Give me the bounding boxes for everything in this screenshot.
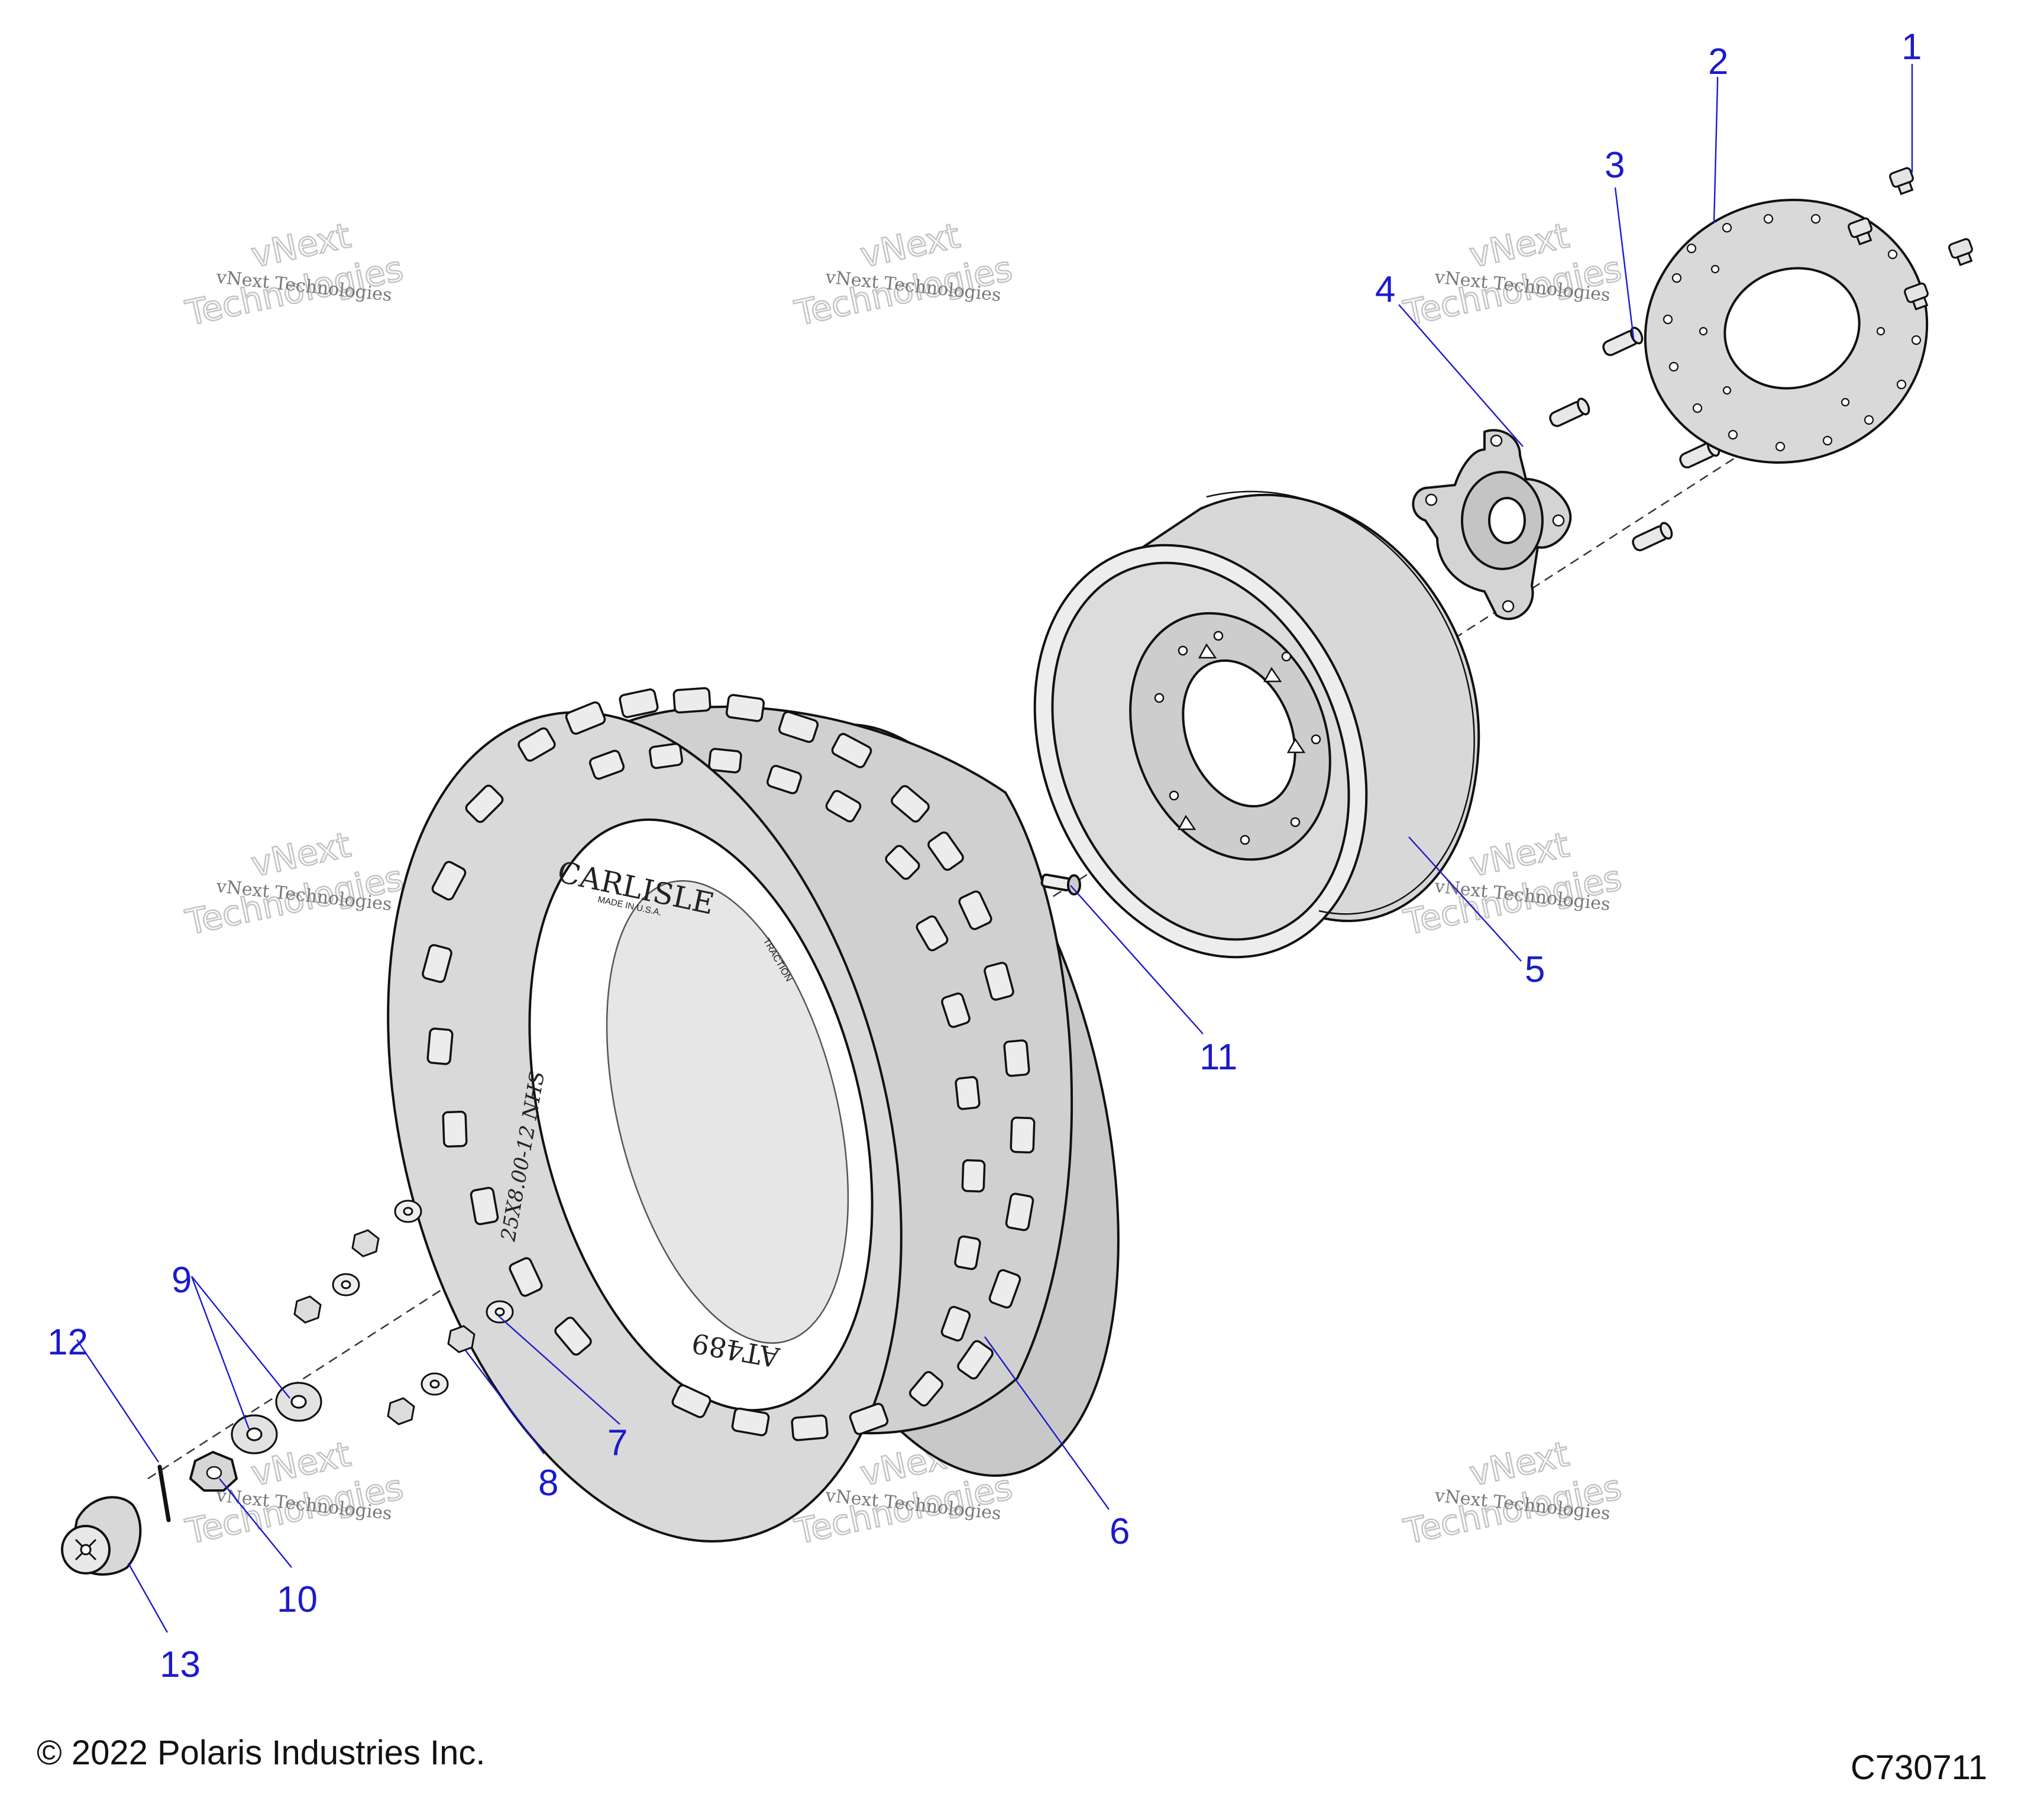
hub-bearing-bore [1488, 497, 1526, 544]
hub-stud-hole [1425, 493, 1438, 506]
callout-1: 1 [1901, 27, 1922, 67]
leader-lines [76, 64, 1913, 1633]
hub-stud-hole [1502, 600, 1515, 613]
castle-nut [189, 1451, 238, 1492]
wheel-hub [1412, 429, 1572, 620]
hub-stud-hole [1552, 514, 1565, 527]
callout-7: 7 [607, 1422, 628, 1463]
copyright-notice: © 2022 Polaris Industries Inc. [37, 1734, 486, 1772]
valve-stem [1040, 873, 1081, 895]
callout-12: 12 [47, 1322, 88, 1363]
watermark: vNext Technologies vNext Technologies [1400, 1433, 1626, 1553]
wheel-rim [1033, 490, 1480, 959]
callout-11: 11 [1199, 1037, 1237, 1078]
callout-13: 13 [160, 1644, 200, 1685]
brake-disc-center-hole [1723, 267, 1861, 390]
watermark: vNext Technologies vNext Technologies [182, 215, 407, 334]
lug-washers [332, 1200, 514, 1396]
hub-cap [61, 1496, 142, 1576]
tread-blocks [422, 687, 1036, 1441]
drawing-number: C730711 [1850, 1748, 1987, 1787]
rim-center-bore [1182, 659, 1296, 808]
polaris-star-icon [75, 1538, 97, 1561]
callout-4: 4 [1375, 269, 1395, 310]
rim-vent-triangles [1177, 643, 1306, 830]
disc-bolts [1848, 167, 1973, 311]
tire-inner-liner [606, 880, 849, 1344]
spindle-washers [231, 1382, 322, 1454]
watermark: vNext Technologies vNext Technologies [1400, 215, 1626, 334]
hub-bolts [1549, 326, 1720, 552]
callout-10: 10 [277, 1579, 318, 1620]
callout-9: 9 [172, 1260, 192, 1301]
callouts: 1 2 3 4 5 6 7 8 9 10 11 12 13 [47, 27, 1922, 1685]
tire: CARLISLE MADE IN U.S.A. TRACTION 25X8.00… [387, 687, 1120, 1543]
callout-8: 8 [538, 1463, 558, 1504]
lug-nuts [293, 1229, 476, 1425]
watermark: vNext Technologies vNext Technologies [791, 215, 1017, 334]
brake-disc [1644, 199, 1929, 464]
brake-disc-holes [1663, 214, 1922, 452]
watermark: vNext Technologies vNext Technologies [182, 1433, 407, 1553]
rim-lug-holes [1154, 631, 1321, 845]
callout-3: 3 [1605, 145, 1625, 186]
hub-stud-hole [1490, 434, 1503, 447]
watermark: vNext Technologies vNext Technologies [182, 824, 407, 943]
callout-5: 5 [1525, 949, 1545, 990]
callout-2: 2 [1708, 41, 1728, 82]
callout-6: 6 [1110, 1511, 1130, 1552]
cotter-pin [157, 1464, 171, 1522]
rim-inner-flange [1206, 490, 1475, 915]
